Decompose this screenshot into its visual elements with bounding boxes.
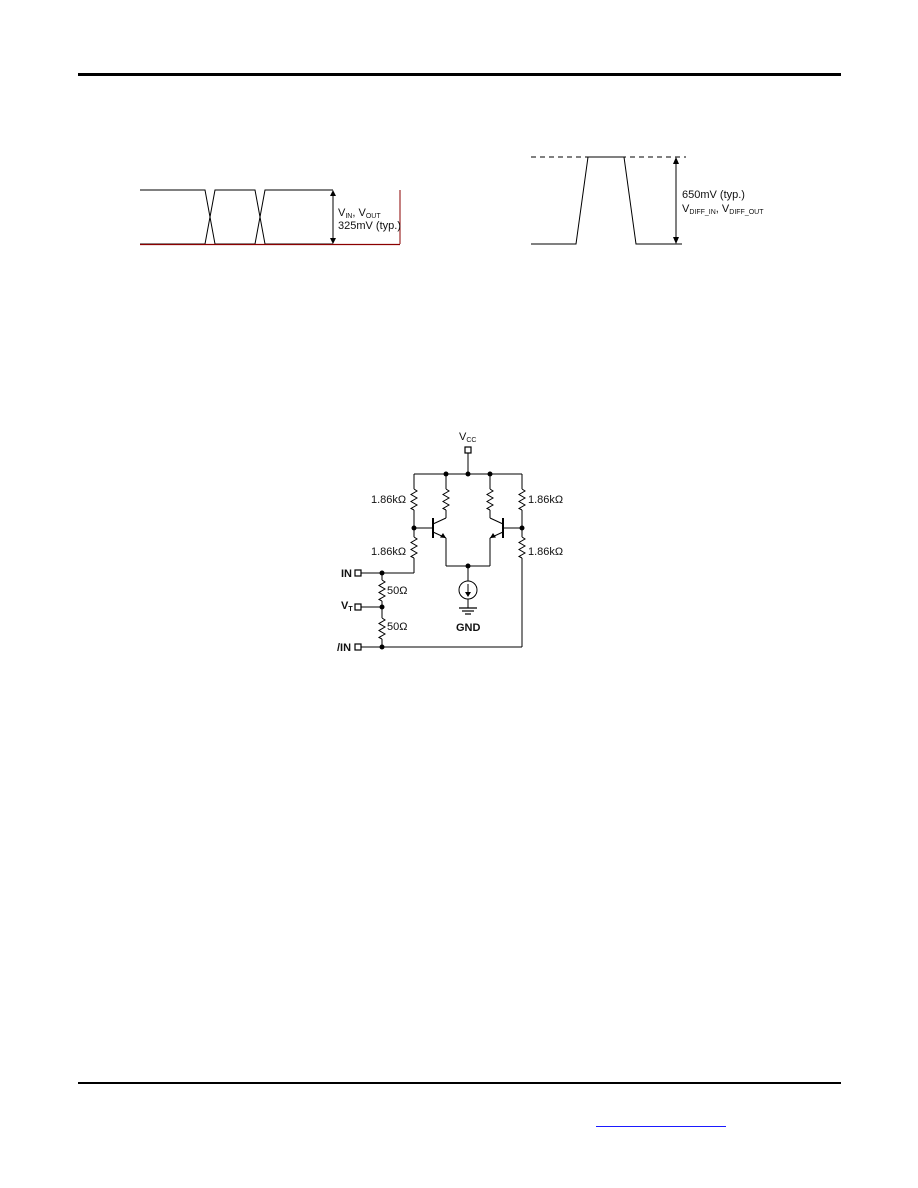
resistor-bot-left [409,536,418,559]
r-bot-right-label: 1.86kΩ [528,546,563,558]
nin-node [379,644,385,650]
input-stage-schematic: VCC 1.86kΩ 1.86kΩ [337,431,563,654]
r-top-left-label: 1.86kΩ [371,494,406,506]
header-rule [78,73,841,76]
pin-in-label: IN [341,568,352,580]
single-ended-label-line2: 325mV (typ.) [338,220,401,232]
rail-junction-center [465,471,471,477]
pin-vt [354,603,362,611]
pin-nin [354,643,362,651]
differential-label-line2: VDIFF_IN, VDIFF_OUT [682,203,764,216]
vt-node [379,604,385,610]
pin-vt-label: VT [341,600,353,613]
differential-swing-waveform: 650mV (typ.) VDIFF_IN, VDIFF_OUT [531,156,764,245]
pin-nin-label: /IN [337,642,351,654]
footer-link[interactable] [596,1112,726,1127]
r-top-right-label: 1.86kΩ [528,494,563,506]
resistor-term-bot [377,617,386,640]
vcc-label: VCC [459,431,476,444]
ground-symbol [459,607,477,615]
resistor-top-left [409,488,418,511]
differential-label-line1: 650mV (typ.) [682,189,745,201]
pin-in [354,569,362,577]
transistor-left [414,517,447,566]
waveform-trace [140,189,333,245]
resistor-bot-right [517,536,526,559]
pulse-trace [531,156,682,245]
r-bot-left-label: 1.86kΩ [371,546,406,558]
r-term-bot-label: 50Ω [387,621,407,633]
dimension-arrowheads [330,190,336,244]
transistor-right [489,517,522,566]
resistor-collector-left [441,488,450,511]
resistor-top-right [517,488,526,511]
resistor-term-top [377,579,386,602]
resistor-collector-right [485,488,494,511]
gnd-label: GND [456,622,481,634]
vcc-pin [464,446,472,454]
r-term-top-label: 50Ω [387,585,407,597]
single-ended-swing-waveform: VIN, VOUT 325mV (typ.) [140,189,401,246]
single-ended-label-line1: VIN, VOUT [338,207,381,220]
current-source [458,580,478,600]
footer-rule [78,1082,841,1084]
